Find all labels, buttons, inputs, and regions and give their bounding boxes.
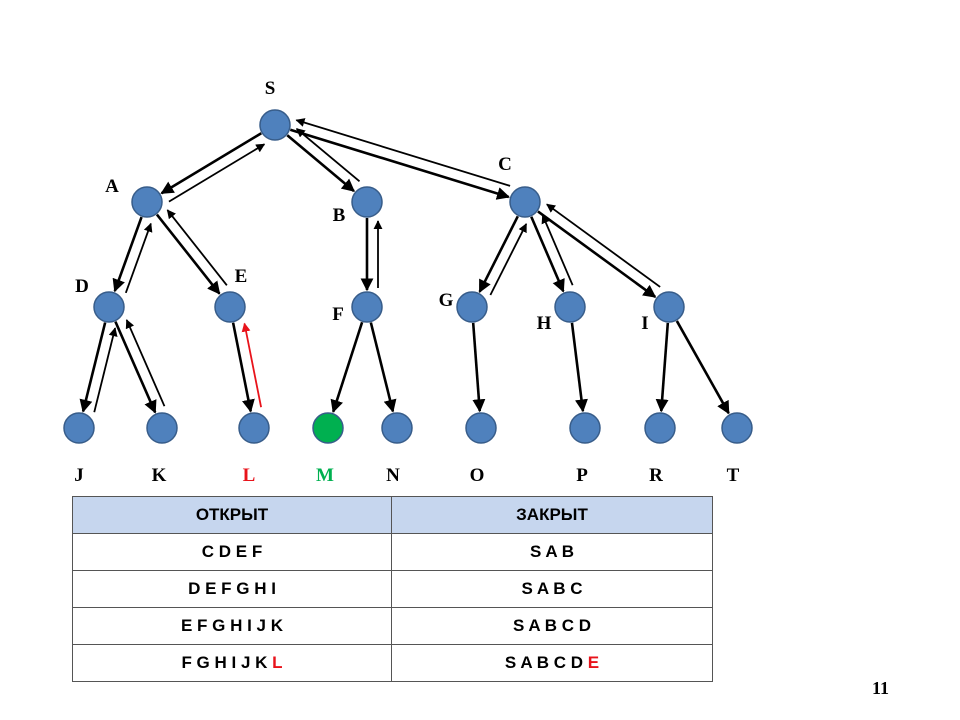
closed-cell: S A B C: [391, 570, 713, 608]
traversal-arrow-l-e: [241, 322, 262, 408]
tree-edge-c-g: [478, 215, 519, 293]
table-row: C D E F S A B: [72, 533, 713, 571]
table-row: D E F G H I S A B C: [72, 570, 713, 608]
node-s: [259, 109, 291, 141]
page-number: 11: [872, 678, 890, 698]
tree-edge-g-o: [471, 322, 486, 413]
closed-cell: S A B C D E: [391, 644, 713, 682]
open-cell: F G H I J K L: [72, 644, 392, 682]
tree-edge-c-h: [530, 216, 565, 293]
node-label-r: R: [649, 465, 663, 486]
closed-list: S A B C: [521, 579, 583, 598]
tree-edge-d-j: [79, 322, 107, 413]
traversal-arrow-j-d: [93, 327, 118, 413]
traversal-arrow-b-s: [295, 128, 361, 183]
node-label-o: O: [470, 465, 485, 486]
node-a: [131, 186, 163, 218]
open-column-header: ОТКРЫТ: [72, 496, 392, 534]
tree-edge-e-l: [231, 322, 255, 413]
traversal-arrow-h-c: [541, 214, 574, 286]
node-label-b: B: [333, 205, 346, 226]
search-tree-diagram: S A B C D E F G H I J K L M N O P R T: [63, 78, 753, 486]
tree-edge-f-m: [330, 321, 364, 414]
node-label-j: J: [74, 465, 84, 486]
closed-list: S A B: [529, 542, 575, 561]
open-list: D E F G H I: [188, 579, 276, 598]
tree-edge-i-t: [675, 320, 730, 415]
open-closed-table: ОТКРЫТ ЗАКРЫТ C D E F S A B D E F G H I …: [72, 496, 713, 682]
node-m: [312, 412, 344, 444]
node-label-l: L: [243, 465, 256, 486]
node-d: [93, 291, 125, 323]
node-h: [554, 291, 586, 323]
node-r: [644, 412, 676, 444]
open-list: C D E F: [201, 542, 263, 561]
node-label-e: E: [235, 266, 248, 287]
tree-edge-s-c: [289, 128, 510, 200]
node-label-a: A: [105, 176, 119, 197]
open-list: F G H I J K: [181, 653, 268, 672]
node-t: [721, 412, 753, 444]
node-n: [381, 412, 413, 444]
node-label-g: G: [439, 290, 454, 311]
closed-list: S A B C D: [504, 653, 583, 672]
node-j: [63, 412, 95, 444]
traversal-arrow-i-c: [546, 203, 661, 288]
open-cell: E F G H I J K: [72, 607, 392, 645]
node-label-i: I: [641, 313, 648, 334]
node-o: [465, 412, 497, 444]
traversal-arrow-a-s: [168, 143, 266, 203]
node-label-c: C: [498, 154, 512, 175]
traversal-arrow-c-s: [295, 118, 511, 187]
tree-edge-s-b: [286, 134, 355, 193]
open-list: E F G H I J K: [180, 616, 284, 635]
node-label-m: M: [316, 465, 334, 486]
traversal-arrow-k-d: [125, 319, 166, 407]
tree-edge-i-r: [655, 322, 670, 413]
closed-column-header: ЗАКРЫТ: [391, 496, 713, 534]
node-label-h: H: [537, 313, 552, 334]
node-c: [509, 186, 541, 218]
node-l: [238, 412, 270, 444]
node-label-s: S: [265, 78, 276, 99]
node-b: [351, 186, 383, 218]
table-header-row: ОТКРЫТ ЗАКРЫТ: [72, 496, 713, 534]
tree-edge-f-n: [369, 322, 397, 413]
tree-edge-c-i: [537, 210, 657, 299]
tree-edge-h-p: [570, 322, 588, 413]
open-cell: C D E F: [72, 533, 392, 571]
node-p: [569, 412, 601, 444]
tree-edge-a-e: [155, 213, 221, 295]
closed-cell: S A B: [391, 533, 713, 571]
traversal-arrow-d-a: [124, 222, 153, 294]
node-e: [214, 291, 246, 323]
open-new-item: L: [267, 653, 283, 672]
tree-edge-a-d: [112, 216, 143, 293]
node-f: [351, 291, 383, 323]
traversal-arrow-e-a: [166, 209, 228, 286]
table-row: F G H I J K L S A B C D E: [72, 644, 713, 682]
tree-edge-s-a: [160, 132, 262, 195]
node-label-n: N: [386, 465, 400, 486]
node-i: [653, 291, 685, 323]
table-row: E F G H I J K S A B C D: [72, 607, 713, 645]
node-label-t: T: [727, 465, 740, 486]
closed-cell: S A B C D: [391, 607, 713, 645]
node-label-f: F: [332, 304, 344, 325]
closed-new-item: E: [583, 653, 600, 672]
node-label-d: D: [75, 276, 89, 297]
node-k: [146, 412, 178, 444]
open-cell: D E F G H I: [72, 570, 392, 608]
tree-edge-d-k: [114, 321, 157, 414]
traversal-arrow-g-c: [489, 223, 528, 296]
node-label-p: P: [576, 465, 588, 486]
closed-list: S A B C D: [512, 616, 592, 635]
node-label-k: K: [152, 465, 167, 486]
node-g: [456, 291, 488, 323]
